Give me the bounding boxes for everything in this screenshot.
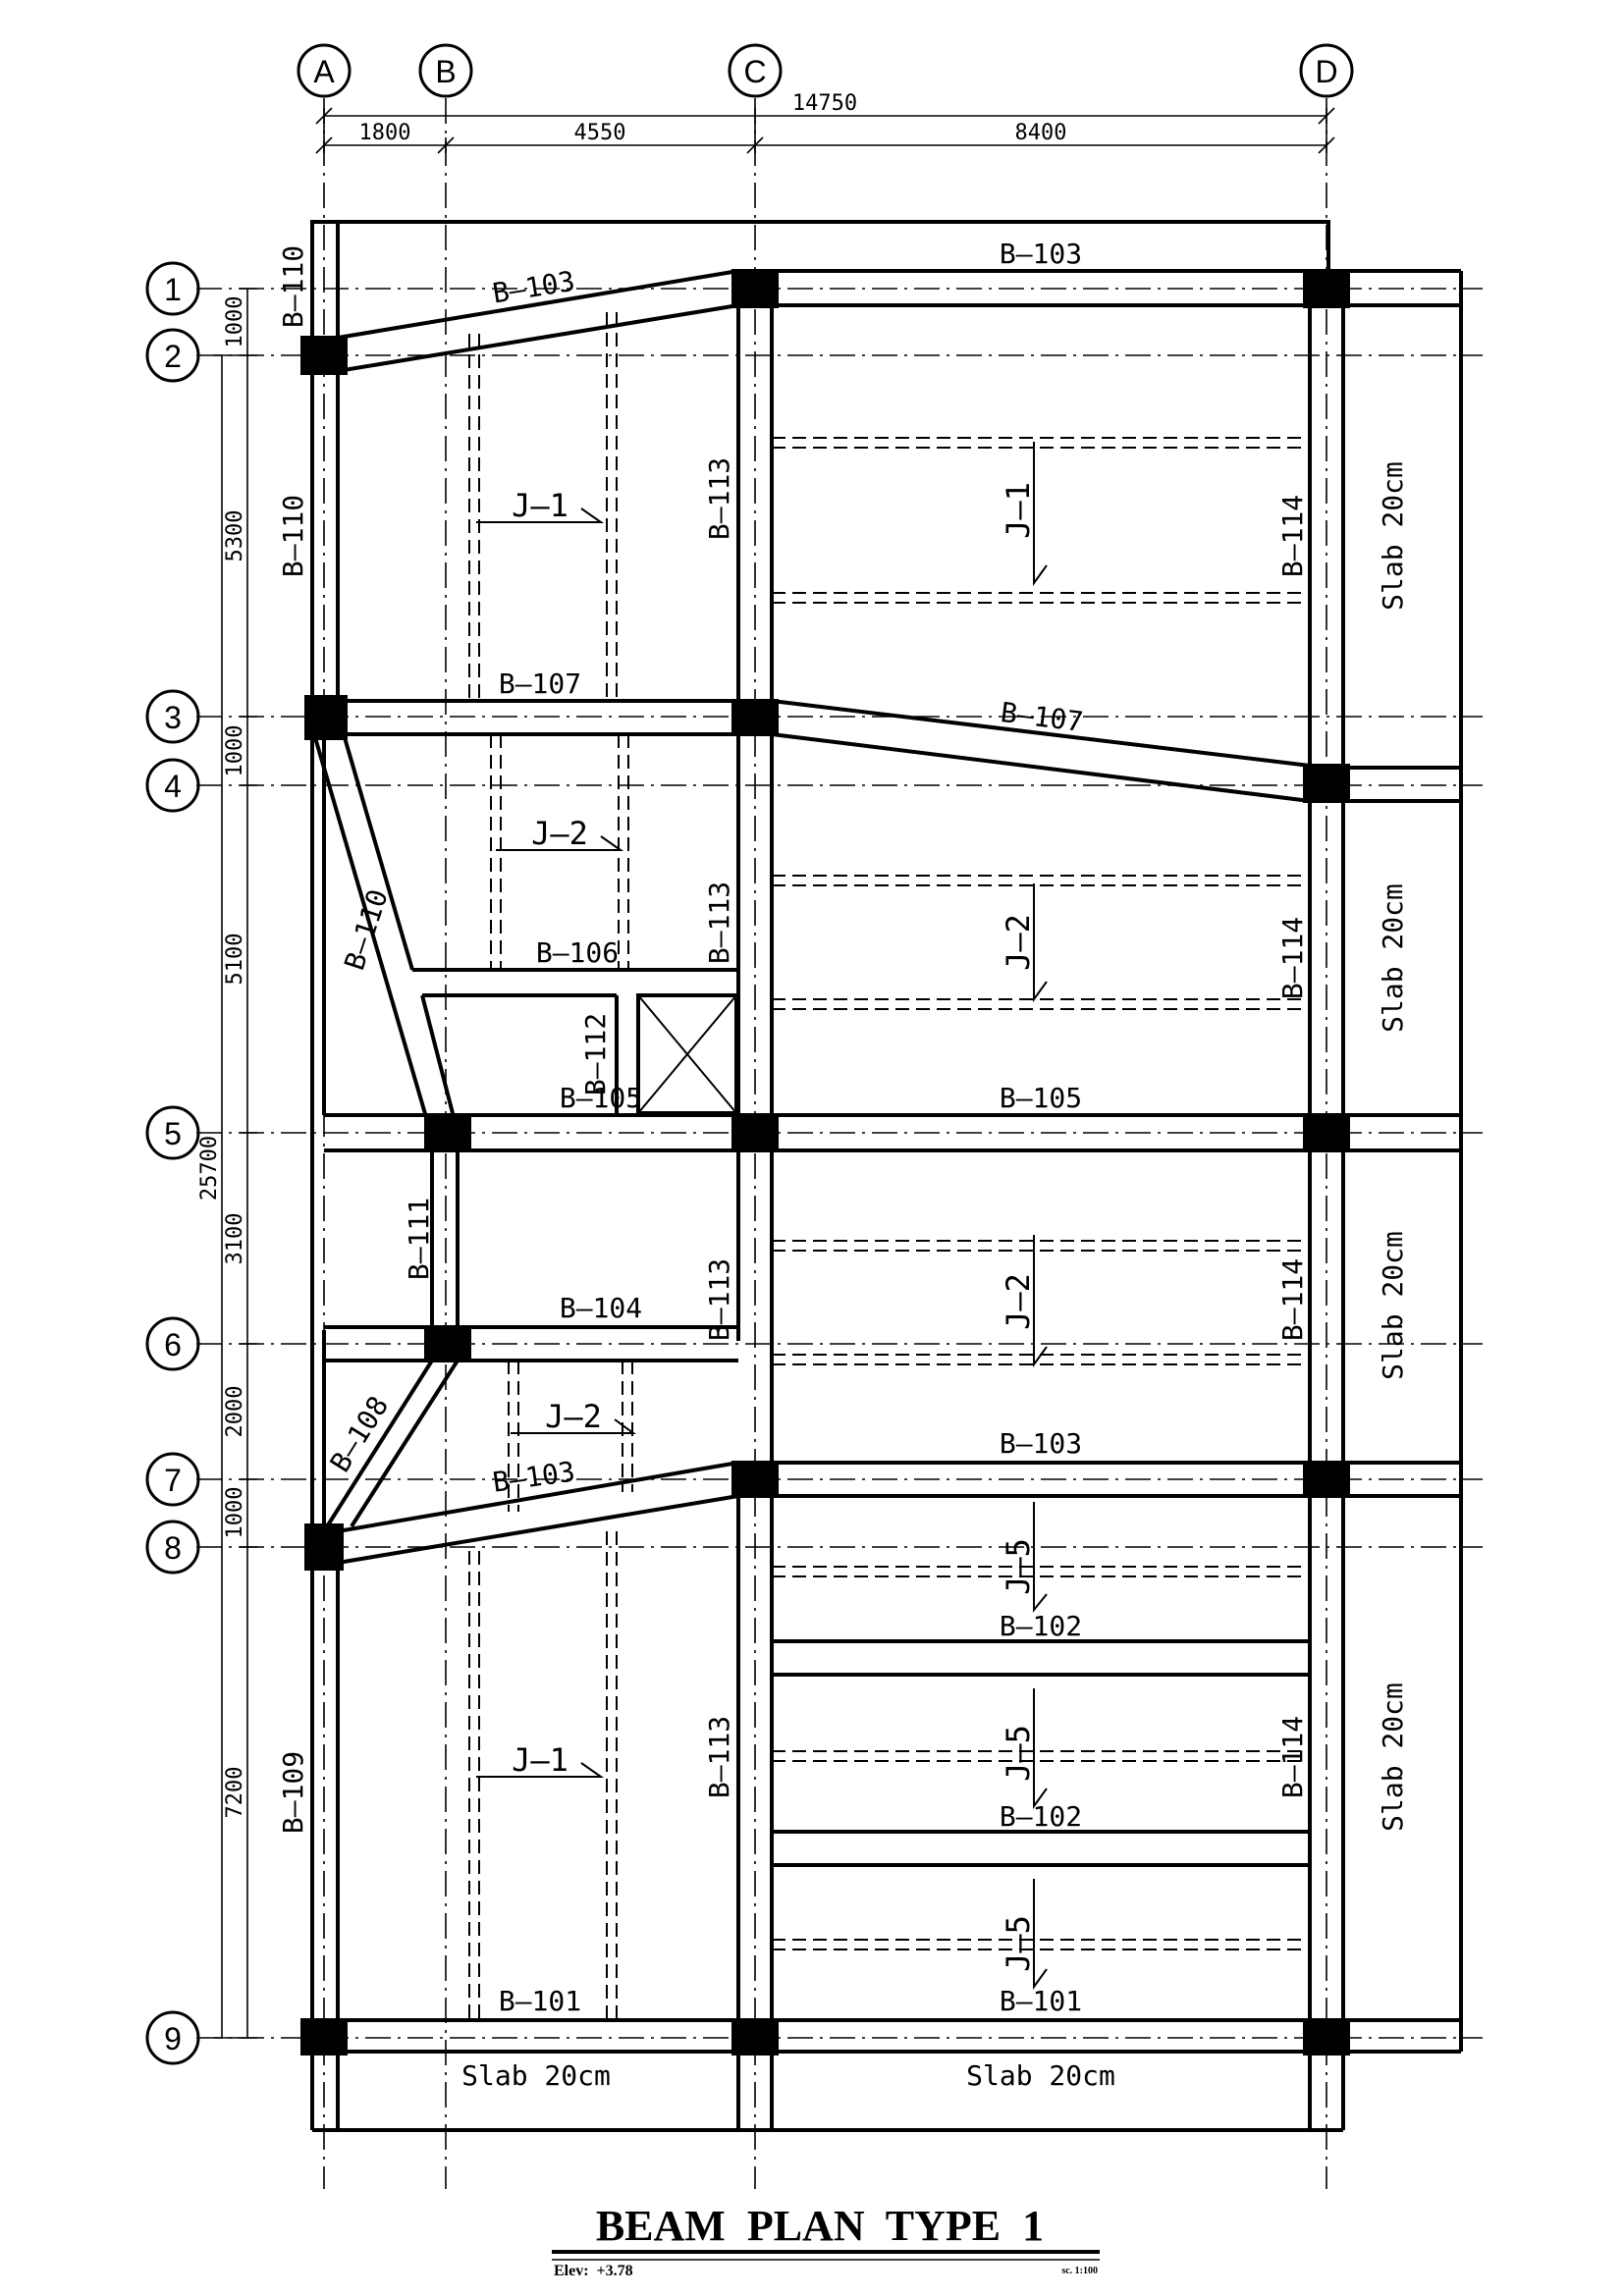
grid-label-b: B <box>435 54 456 89</box>
dim-left-3: 1000 <box>223 725 247 777</box>
dim-left-8: 7200 <box>223 1767 247 1819</box>
dim-left-5: 3100 <box>223 1213 247 1265</box>
grid-axes <box>196 98 1483 2189</box>
beam-outlines <box>310 220 1463 2132</box>
beam-label-b101-left: B–101 <box>499 1985 581 2017</box>
dim-top-2: 4550 <box>574 121 626 145</box>
beam-label-b101-right: B–101 <box>1000 1985 1082 2017</box>
beam-label-b112: B–112 <box>579 1013 612 1095</box>
beam-label-b105-right: B–105 <box>1000 1082 1082 1114</box>
beam-label-b110-mid: B–110 <box>277 495 309 577</box>
elevation-note: Elev: +3.78 <box>554 2263 633 2279</box>
grid-label-8: 8 <box>164 1530 182 1566</box>
joist-label-j2-mid-right: J–2 <box>1000 914 1037 971</box>
beam-label-b110-slanted: B–110 <box>338 885 394 974</box>
dim-left-4: 5100 <box>223 934 247 986</box>
slab-label-1: Slab 20cm <box>1377 461 1409 611</box>
beam-label-b102-lower: B–102 <box>1000 1800 1082 1833</box>
beam-label-b114-lower: B–114 <box>1276 1716 1309 1798</box>
dim-left-7: 1000 <box>223 1487 247 1539</box>
dim-left-1: 1000 <box>223 296 247 348</box>
beam-label-b103-lower-right: B–103 <box>1000 1427 1082 1460</box>
beam-label-b103-top-right: B–103 <box>1000 238 1082 270</box>
joist-label-j2-lower-left: J–2 <box>545 1398 602 1435</box>
dim-left-2: 5300 <box>223 510 247 562</box>
slab-label-6: Slab 20cm <box>966 2059 1115 2092</box>
joist-label-j2-upper-left: J–2 <box>531 815 588 852</box>
joist-lines <box>468 312 1310 2020</box>
left-dimension-lines <box>214 288 257 2039</box>
beam-label-b110-top: B–110 <box>277 245 309 328</box>
grid-label-5: 5 <box>164 1116 182 1151</box>
dim-overall-width: 14750 <box>792 91 857 116</box>
beam-label-b107-right: B–107 <box>999 696 1085 738</box>
beam-label-b113-lower: B–113 <box>703 1716 735 1798</box>
grid-label-4: 4 <box>164 769 182 804</box>
grid-bubbles-rows <box>145 261 200 2065</box>
top-dimension-lines <box>315 107 1335 154</box>
dim-left-6: 2000 <box>223 1386 247 1438</box>
grid-label-1: 1 <box>164 272 182 307</box>
grid-label-a: A <box>313 54 335 89</box>
slab-label-5: Slab 20cm <box>461 2059 611 2092</box>
drawing-title: BEAM PLAN TYPE 1 <box>596 2202 1044 2250</box>
grid-label-9: 9 <box>164 2021 182 2056</box>
dim-top-3: 8400 <box>1015 121 1067 145</box>
grid-label-7: 7 <box>164 1463 182 1498</box>
grid-label-6: 6 <box>164 1327 182 1362</box>
grid-label-d: D <box>1315 54 1337 89</box>
beam-label-b105-left: B–105 <box>560 1082 642 1114</box>
joist-label-j2-lower-right: J–2 <box>1000 1273 1037 1330</box>
grid-label-3: 3 <box>164 700 182 735</box>
joist-label-j1-upper-right: J–1 <box>1000 482 1037 539</box>
joist-label-j5-3: J–5 <box>1000 1915 1037 1972</box>
dim-top-1: 1800 <box>359 121 411 145</box>
joist-label-j1-lower-left: J–1 <box>512 1741 568 1779</box>
beam-label-b111: B–111 <box>403 1198 435 1280</box>
grid-label-2: 2 <box>164 339 182 374</box>
grid-label-c: C <box>743 54 766 89</box>
dim-overall-height: 25700 <box>197 1136 222 1201</box>
beam-label-b114-mid: B–114 <box>1276 917 1309 999</box>
joist-label-j1-upper-left: J–1 <box>512 487 568 524</box>
beam-label-b104: B–104 <box>560 1292 642 1324</box>
beam-label-b109: B–109 <box>277 1751 309 1834</box>
beam-label-b102-upper: B–102 <box>1000 1610 1082 1642</box>
beam-label-b113-mid: B–113 <box>703 881 735 964</box>
slab-label-3: Slab 20cm <box>1377 1231 1409 1380</box>
beam-labels: B–103 B–103 B–110 B–110 B–113 B–114 B–10… <box>277 238 1309 2017</box>
beam-label-b114-lower-mid: B–114 <box>1276 1258 1309 1341</box>
beam-label-b106: B–106 <box>536 936 619 969</box>
scale-note: sc. 1:100 <box>1061 2266 1098 2276</box>
beam-label-b107-left: B–107 <box>499 667 581 700</box>
slab-label-4: Slab 20cm <box>1377 1682 1409 1832</box>
slab-label-2: Slab 20cm <box>1377 883 1409 1033</box>
beam-label-b113-upper: B–113 <box>703 457 735 540</box>
beam-label-b103-top-left: B–103 <box>490 265 576 310</box>
joist-labels <box>476 442 1048 1991</box>
beam-label-b114-upper: B–114 <box>1276 495 1309 577</box>
joist-label-j5-1: J–5 <box>1000 1538 1037 1595</box>
joist-label-j5-2: J–5 <box>1000 1725 1037 1782</box>
columns <box>300 269 1350 2056</box>
beam-label-b113-lower-mid: B–113 <box>703 1258 735 1341</box>
grid-bubbles-columns <box>297 43 1354 98</box>
